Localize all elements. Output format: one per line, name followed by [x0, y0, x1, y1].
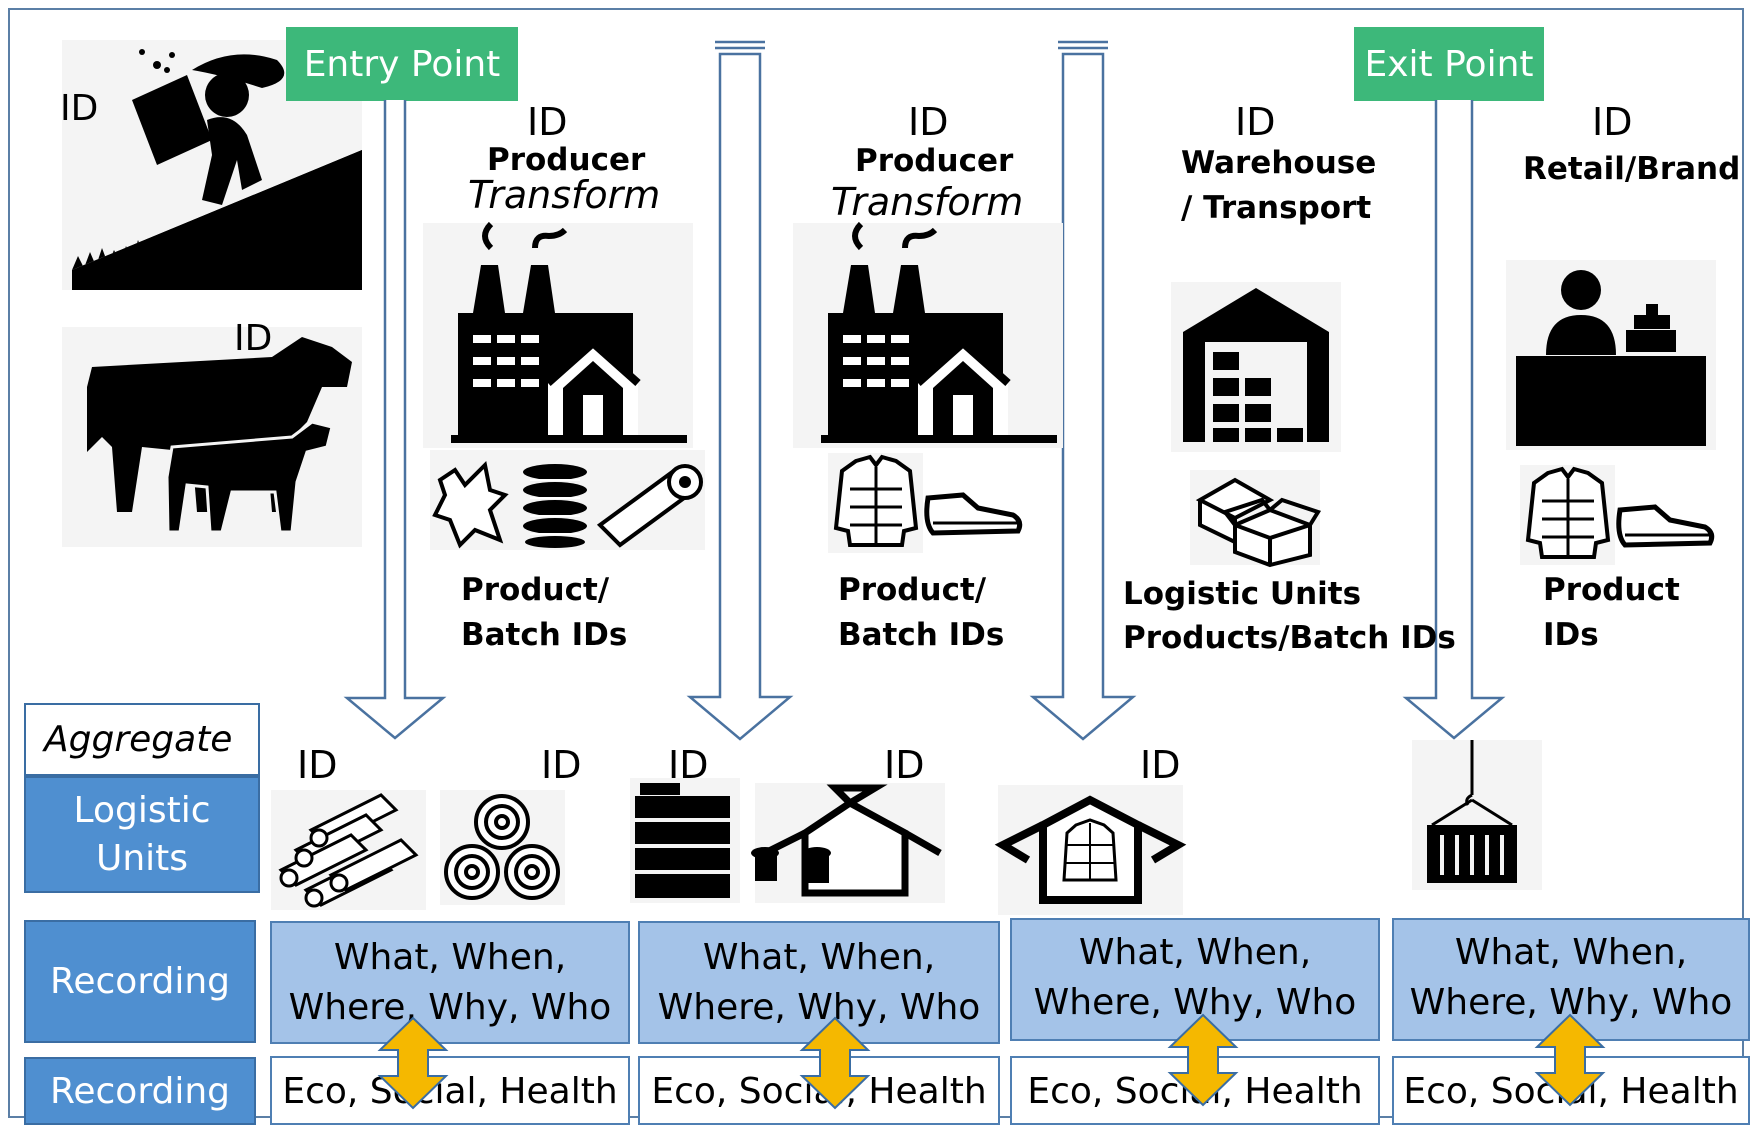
impact-box-stage1: Eco, Social, Health [270, 1056, 630, 1125]
warehouse-icon [1171, 282, 1341, 452]
factory-icon [423, 221, 693, 448]
arrow-down-entry [343, 100, 447, 740]
recording-line2: Where, Why, Who [657, 987, 981, 1028]
producer2-id-label: ID [908, 100, 949, 144]
producer1-products-line2: Batch IDs [461, 617, 628, 653]
logistic-units-line1: Logistic [73, 789, 211, 831]
recording-box-stage3: What, When, Where, Why, Who [1010, 918, 1380, 1041]
retail-role: Retail/Brand [1523, 151, 1741, 187]
factory-icon-2 [793, 221, 1063, 448]
exit-point-label: Exit Point [1354, 27, 1544, 101]
jacket-shoe-icon-retail [1520, 465, 1715, 565]
logistic-units-box: Logistic Units [24, 776, 260, 893]
double-arrow-icon [377, 1016, 449, 1110]
hay-bales-icon [440, 790, 565, 905]
cattle-icon [62, 327, 362, 547]
aggregate-label: Aggregate [44, 719, 233, 760]
retail-products-line2: IDs [1543, 617, 1599, 653]
retail-counter-icon [1506, 260, 1716, 450]
producer2-products-line2: Batch IDs [838, 617, 1005, 653]
producer1-id-label: ID [527, 100, 568, 144]
producer2-products-line1: Product/ [838, 572, 987, 608]
entry-point-label: Entry Point [286, 27, 518, 101]
farmer-id-label: ID [60, 88, 99, 129]
recording-box-stage1: What, When, Where, Why, Who [270, 921, 630, 1044]
recording-line2: Where, Why, Who [288, 987, 612, 1028]
arrow-down-stage2 [686, 40, 794, 741]
logs-pile-icon [271, 790, 426, 910]
recording-line1: What, When, [1454, 932, 1688, 973]
open-box-jacket-icon [994, 785, 1187, 915]
recording-line1: What, When, [333, 937, 567, 978]
logistic-id-2: ID [541, 743, 582, 787]
jacket-shoe-icon [828, 453, 1023, 553]
logistic-id-4: ID [884, 743, 925, 787]
container-crane-icon [1412, 740, 1542, 890]
aggregate-box: Aggregate [24, 703, 260, 776]
arrow-down-stage3 [1029, 40, 1137, 741]
producer1-action: Transform [468, 173, 661, 217]
recording-line2: Where, Why, Who [1033, 982, 1357, 1023]
open-box-spools-icon [751, 783, 945, 903]
producer2-action: Transform [831, 180, 1024, 224]
recording-box-2: Recording [24, 1057, 256, 1125]
recording-box-1: Recording [24, 920, 256, 1043]
recording-box-stage2: What, When, Where, Why, Who [638, 921, 1000, 1044]
producer1-role: Producer [487, 142, 646, 178]
raw-materials-icon [430, 450, 705, 550]
double-arrow-icon [1167, 1013, 1239, 1107]
warehouse-id-label: ID [1235, 100, 1276, 144]
logistic-units-line2: Units [95, 837, 189, 879]
arrow-down-exit [1402, 100, 1506, 740]
warehouse-role-line2: / Transport [1181, 190, 1372, 226]
warehouse-products-line2: Products/Batch IDs [1123, 620, 1456, 656]
producer1-products-line1: Product/ [461, 572, 610, 608]
producer2-role: Producer [855, 143, 1014, 179]
boxes-icon [1190, 470, 1322, 568]
double-arrow-icon [799, 1016, 871, 1110]
retail-products-line1: Product [1543, 572, 1680, 608]
retail-id-label: ID [1592, 100, 1633, 144]
recording-line1: What, When, [702, 937, 936, 978]
farmer-sowing-icon [62, 40, 362, 290]
warehouse-products-line1: Logistic Units [1123, 576, 1362, 612]
double-arrow-icon [1534, 1013, 1606, 1107]
logistic-id-5: ID [1140, 743, 1181, 787]
logistic-id-1: ID [297, 743, 338, 787]
recording-line1: What, When, [1078, 932, 1312, 973]
barrel-icon [630, 778, 740, 903]
warehouse-role-line1: Warehouse [1181, 145, 1377, 181]
cattle-id-label: ID [234, 318, 273, 359]
